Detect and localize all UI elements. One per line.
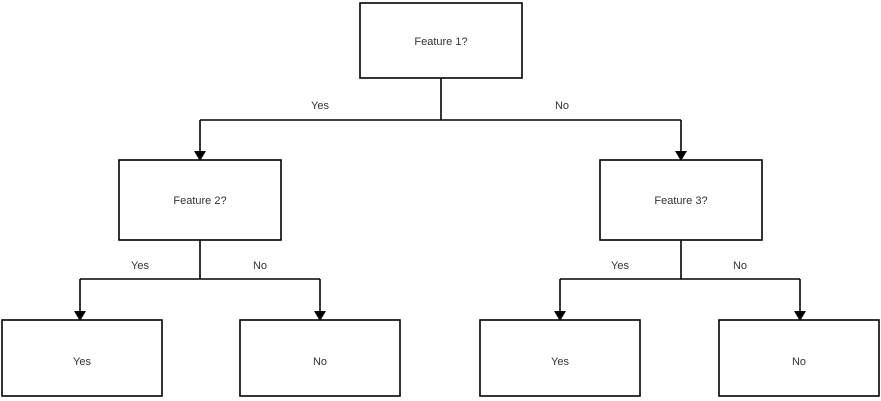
node-label-leaf-3: Yes bbox=[551, 356, 569, 368]
node-feature-3[interactable]: Feature 3? bbox=[599, 159, 763, 241]
edge-group-right bbox=[554, 240, 806, 321]
edge-group-root bbox=[194, 78, 687, 161]
node-label-feature-2: Feature 2? bbox=[173, 195, 226, 207]
node-feature-1[interactable]: Feature 1? bbox=[359, 2, 523, 79]
node-box-leaf-3[interactable] bbox=[479, 319, 641, 397]
node-label-leaf-1: Yes bbox=[73, 356, 91, 368]
edge-label-right-yes: Yes bbox=[611, 260, 629, 272]
node-label-feature-3: Feature 3? bbox=[654, 195, 707, 207]
node-leaf-2[interactable]: No bbox=[239, 319, 401, 397]
node-box-leaf-4[interactable] bbox=[718, 319, 880, 397]
node-leaf-1[interactable]: Yes bbox=[1, 319, 163, 397]
arrow-head-to-leaf-2 bbox=[314, 311, 326, 321]
node-label-leaf-4: No bbox=[792, 356, 806, 368]
edge-label-root-no: No bbox=[555, 100, 569, 112]
node-leaf-3[interactable]: Yes bbox=[479, 319, 641, 397]
arrow-head-to-leaf-1 bbox=[74, 311, 86, 321]
node-feature-2[interactable]: Feature 2? bbox=[118, 159, 282, 241]
arrow-head-to-feature-3 bbox=[675, 151, 687, 161]
node-box-feature-1[interactable] bbox=[359, 2, 523, 79]
edge-group-left bbox=[74, 240, 326, 321]
node-box-feature-3[interactable] bbox=[599, 159, 763, 241]
edge-label-left-yes: Yes bbox=[131, 260, 149, 272]
arrow-head-to-feature-2 bbox=[194, 151, 206, 161]
arrow-head-to-leaf-4 bbox=[794, 311, 806, 321]
edge-label-root-yes: Yes bbox=[311, 100, 329, 112]
node-label-feature-1: Feature 1? bbox=[414, 36, 467, 48]
arrow-head-to-leaf-3 bbox=[554, 311, 566, 321]
node-box-feature-2[interactable] bbox=[118, 159, 282, 241]
node-box-leaf-1[interactable] bbox=[1, 319, 163, 397]
node-leaf-4[interactable]: No bbox=[718, 319, 880, 397]
node-box-leaf-2[interactable] bbox=[239, 319, 401, 397]
edge-label-left-no: No bbox=[253, 260, 267, 272]
edge-label-right-no: No bbox=[733, 260, 747, 272]
node-label-leaf-2: No bbox=[313, 356, 327, 368]
